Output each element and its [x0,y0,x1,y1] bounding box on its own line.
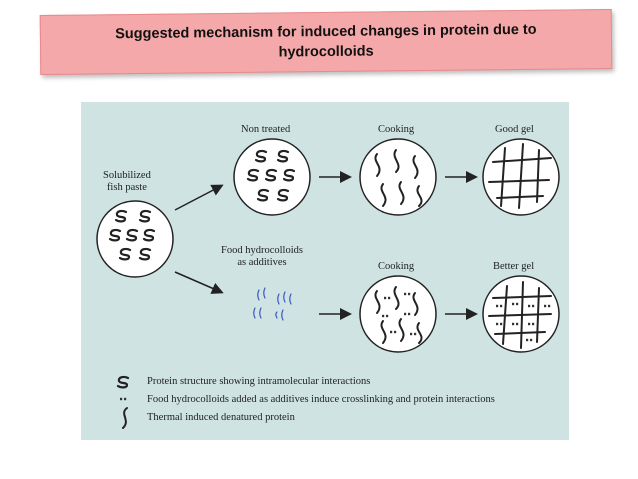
bottom-cooking-label: Cooking [378,261,415,272]
bottom-cooking-circle [359,275,437,353]
legend-hydrocolloid-text: Food hydrocolloids added as additives in… [147,394,495,405]
additives-label-line-1: Food hydrocolloids [221,245,303,256]
legend-protein-icon [116,375,130,389]
arrow-to-additives [174,271,224,294]
fish-paste-circle [96,200,174,278]
non-treated-circle [233,138,311,216]
additives-label: Food hydrocolloids as additives [221,245,303,269]
legend-hydrocolloid-icon [120,397,127,401]
mechanism-diagram: Solubilized fish paste Non treated Cooki… [81,102,569,440]
good-gel-label: Good gel [495,124,534,135]
legend-denatured-text: Thermal induced denatured protein [147,412,295,423]
good-gel-circle [482,138,560,216]
start-label-line-1: Solubilized [103,170,151,181]
legend-denatured-icon [122,407,128,429]
better-gel-circle [482,275,560,353]
handwritten-annotation [253,287,292,321]
slide-title-box: Suggested mechanism for induced changes … [39,9,613,75]
additives-label-line-2: as additives [237,257,287,268]
arrow-to-non-treated [174,184,224,211]
diagram-graphics [96,138,560,429]
start-label-line-2: fish paste [106,182,147,193]
slide-title-line-2: hydrocolloids [278,43,374,61]
start-label: Solubilized fish paste [103,170,151,194]
legend-protein-text: Protein structure showing intramolecular… [147,376,371,387]
slide-title-line-1: Suggested mechanism for induced changes … [115,21,537,43]
top-cooking-label: Cooking [378,124,415,135]
non-treated-label: Non treated [241,124,291,135]
better-gel-label: Better gel [493,261,535,272]
top-cooking-circle [359,138,437,216]
